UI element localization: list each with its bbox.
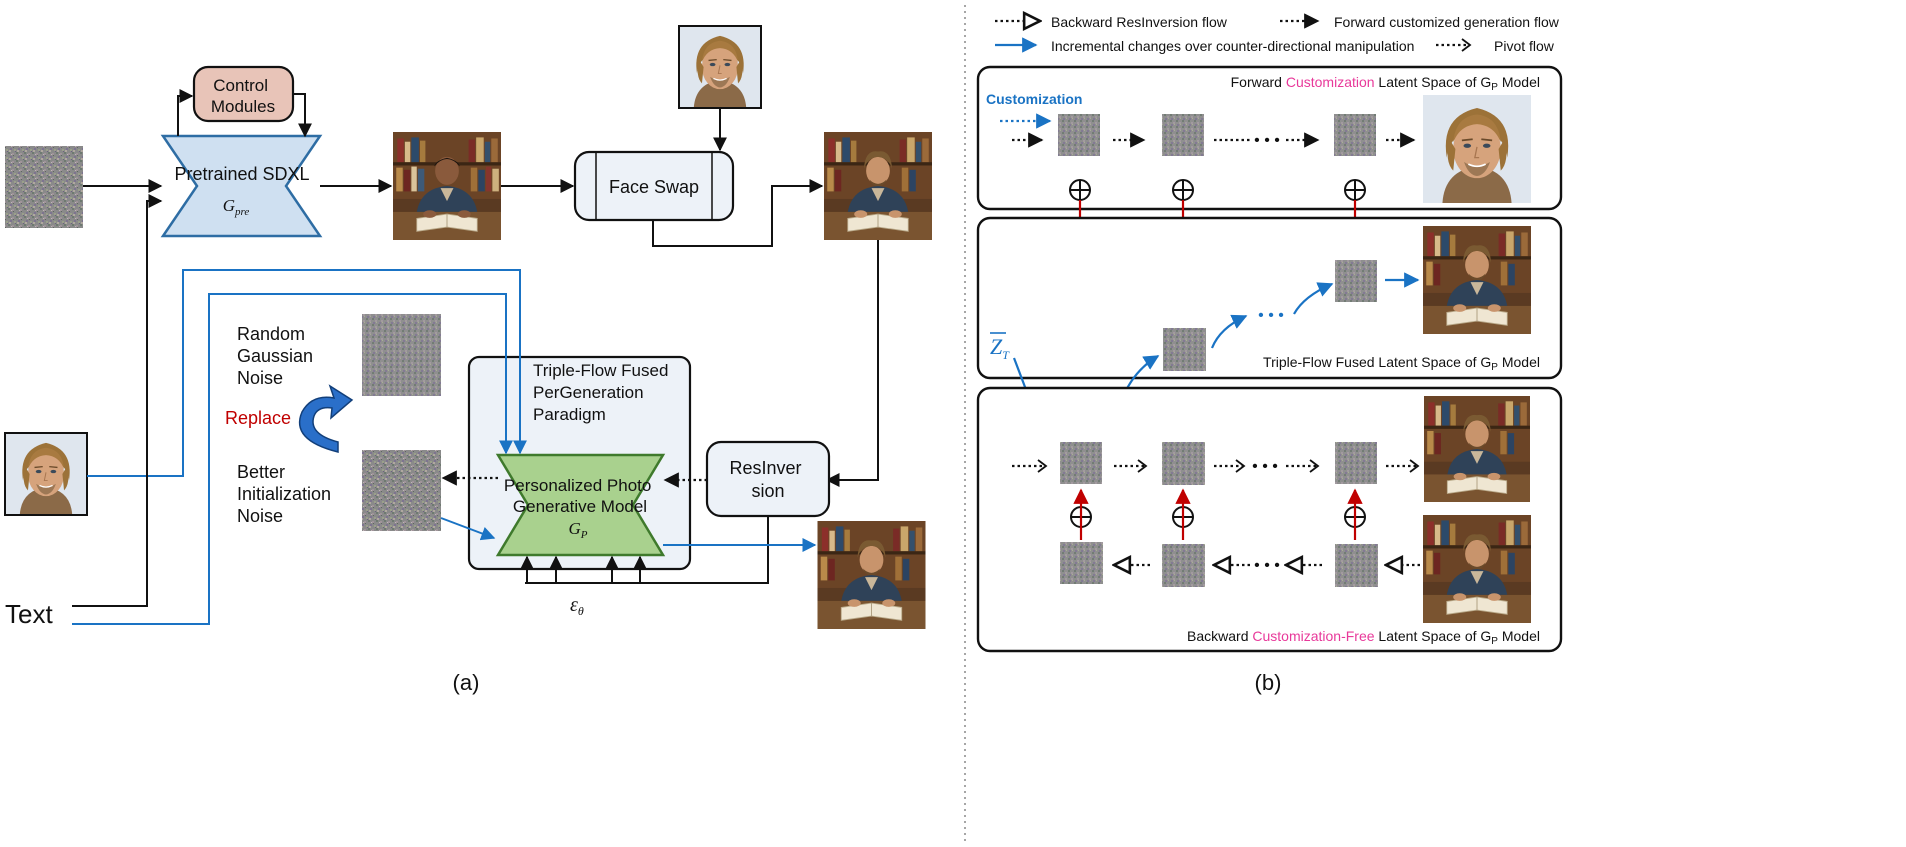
forward-latent-1 — [1058, 114, 1100, 156]
reference-face-top — [679, 26, 761, 108]
pretrained-sdxl-title: Pretrained SDXL — [174, 164, 309, 184]
triple-flow-label: Triple-Flow Fused PerGeneration Paradigm — [533, 361, 673, 424]
backward-input-photo — [1423, 515, 1531, 623]
text-input-label: Text — [5, 599, 53, 629]
input-noise-image — [5, 146, 83, 228]
pretrained-sdxl-model: Pretrained SDXL Gpre — [160, 134, 323, 238]
zt-symbol: ZT — [990, 334, 1010, 362]
resinversion-box: ResInver sion — [705, 440, 831, 518]
panel-b: Backward ResInversion flow Forward custo… — [976, 14, 1563, 695]
curved-replace-arrow — [298, 384, 354, 453]
fused-latent-1 — [1163, 328, 1206, 371]
forward-latent-space-box — [976, 65, 1563, 211]
panel-b-caption: (b) — [1255, 670, 1282, 695]
circled-plus-icon — [1172, 179, 1194, 201]
fused-output-photo — [1423, 226, 1531, 334]
control-modules-box: Control Modules — [192, 65, 295, 123]
panel-a-caption: (a) — [453, 670, 480, 695]
replace-label: Replace — [225, 408, 291, 428]
backward-pivot-2 — [1162, 442, 1205, 485]
legend-incremental: Incremental changes over counter-directi… — [1051, 38, 1414, 54]
random-noise-image — [362, 314, 441, 396]
legend-backward: Backward ResInversion flow — [1051, 14, 1228, 30]
fused-latent-space-box — [976, 216, 1563, 380]
customization-label: Customization — [986, 91, 1082, 107]
forward-output-portrait — [1423, 95, 1531, 203]
backward-pivot-3 — [1335, 442, 1377, 484]
generated-photo-1 — [393, 132, 501, 240]
circled-plus-icon — [1344, 179, 1366, 201]
pivot-ellipsis: • • • — [1252, 458, 1278, 475]
random-noise-label: Random Gaussian Noise — [237, 324, 318, 388]
legend-pivot: Pivot flow — [1494, 38, 1555, 54]
forward-ellipsis: • • • — [1254, 132, 1280, 149]
backward-latent-1 — [1060, 542, 1103, 584]
resinversion-label: ResInver sion — [729, 458, 806, 501]
forward-latent-2 — [1162, 114, 1204, 156]
better-noise-image — [362, 450, 441, 531]
circled-plus-icon — [1069, 179, 1091, 201]
pivot-output-photo — [1424, 396, 1530, 502]
better-noise-label: Better Initialization Noise — [237, 462, 336, 526]
forward-space-title: Forward Customization Latent Space of GP… — [1231, 74, 1540, 93]
control-modules-label: Control Modules — [211, 76, 275, 116]
pretrained-sdxl-symbol: Gpre — [223, 196, 250, 218]
epsilon-label: εθ — [570, 594, 584, 618]
face-swap-box: Face Swap — [573, 150, 735, 222]
backward-latent-3 — [1335, 544, 1378, 587]
personalized-generative-model: Personalized Photo Generative Model GP — [495, 453, 666, 557]
reference-face-left — [5, 433, 87, 515]
legend: Backward ResInversion flow Forward custo… — [995, 14, 1560, 54]
backward-space-title: Backward Customization-Free Latent Space… — [1187, 628, 1540, 647]
face-swap-label: Face Swap — [609, 177, 699, 197]
final-personalized-photo — [818, 521, 926, 629]
swapped-photo — [824, 132, 932, 240]
backward-latent-2 — [1162, 544, 1205, 587]
fused-ellipsis: • • • — [1258, 307, 1284, 324]
gp-title: Personalized Photo Generative Model — [504, 476, 656, 516]
panel-a: Control Modules Pretrained SDXL Gpre Fac… — [4, 25, 932, 695]
fused-space-title: Triple-Flow Fused Latent Space of GP Mod… — [1263, 354, 1540, 373]
backward-pivot-1 — [1060, 442, 1102, 484]
backward-ellipsis: • • • — [1254, 557, 1280, 574]
gp-symbol: GP — [568, 519, 587, 541]
forward-latent-3 — [1334, 114, 1376, 156]
legend-forward: Forward customized generation flow — [1334, 14, 1560, 30]
fused-latent-2 — [1335, 260, 1377, 302]
backward-latent-space-box — [976, 386, 1563, 653]
